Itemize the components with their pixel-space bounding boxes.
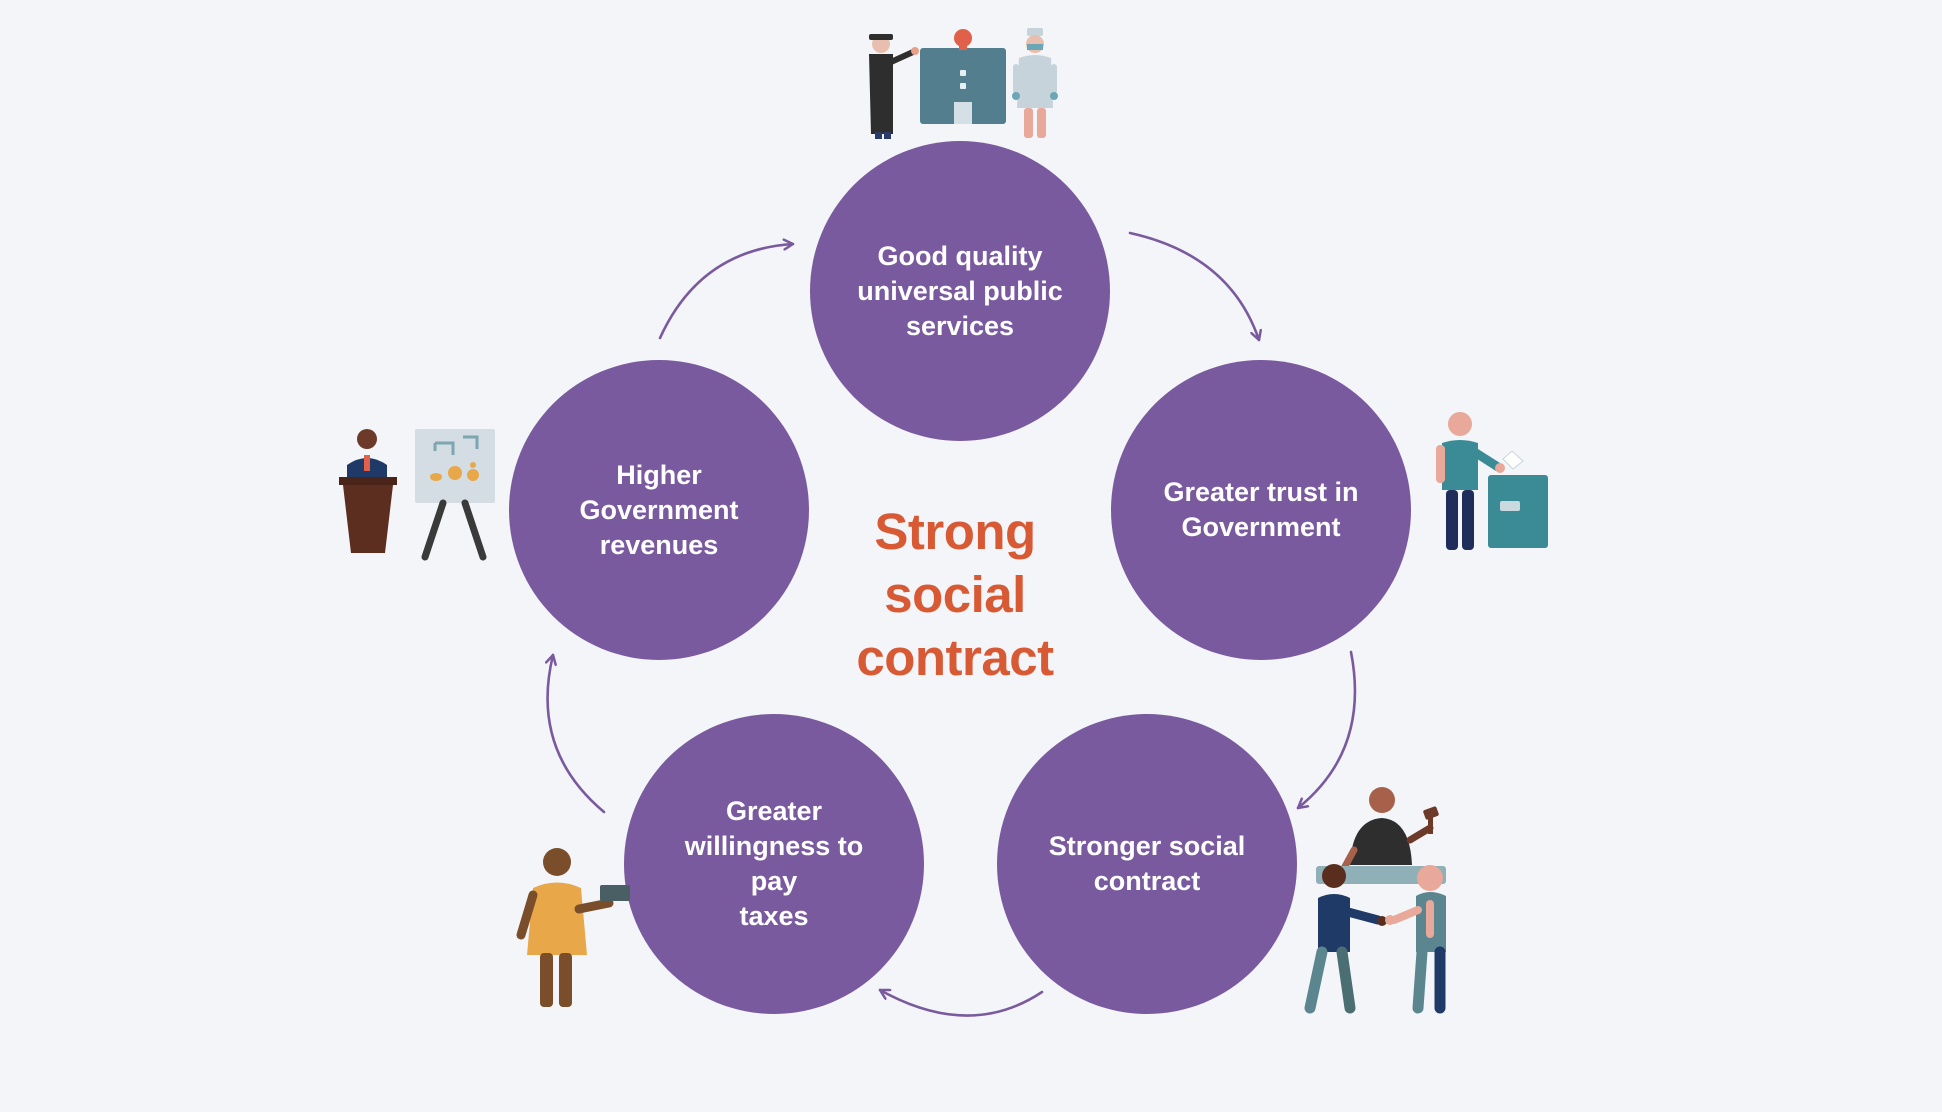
node-label: Stronger social contract — [1048, 831, 1246, 896]
node-label: Good quality universal public services — [857, 240, 1063, 341]
node-label: Higher Government revenues — [579, 459, 739, 560]
arrow-services-to-trust — [1128, 231, 1259, 342]
arrow-taxes-to-revenues — [548, 653, 606, 814]
node-good-quality-public-services: Good quality universal public services — [810, 141, 1110, 441]
node-label: Greater willingness to pay taxes — [684, 796, 864, 931]
arrow-contract-to-taxes — [878, 988, 1044, 1017]
center-title: Strong social contract — [856, 503, 1054, 686]
node-label: Greater trust in Government — [1163, 477, 1359, 542]
arrow-trust-to-contract — [1296, 650, 1357, 810]
arrow-revenues-to-services — [658, 244, 795, 340]
voting-ballot-box-icon — [1436, 412, 1548, 550]
node-greater-trust-in-government: Greater trust in Government — [1111, 360, 1411, 660]
government-presentation-icon — [339, 429, 495, 561]
node-stronger-social-contract: Stronger social contract — [997, 714, 1297, 1014]
public-services-icon — [869, 28, 1058, 139]
node-higher-government-revenues: Higher Government revenues — [509, 360, 809, 660]
agreement-handshake-icon — [1304, 787, 1446, 1014]
node-greater-willingness-to-pay-taxes: Greater willingness to pay taxes — [624, 714, 924, 1014]
taxpayer-icon — [516, 848, 630, 1007]
